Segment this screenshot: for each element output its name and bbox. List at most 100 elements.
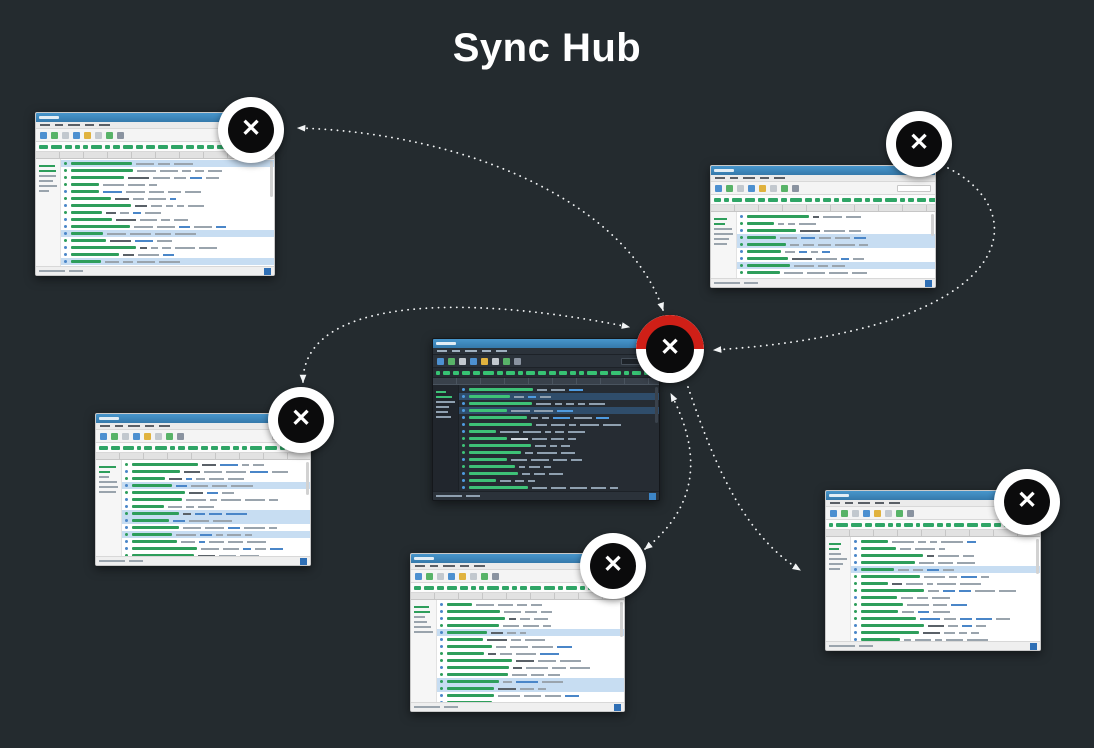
sidebar-item[interactable]: [714, 223, 726, 225]
sidebar-item[interactable]: [39, 165, 55, 167]
toolbar-icon[interactable]: [737, 184, 744, 192]
toolbar-icon[interactable]: [177, 432, 184, 440]
scrollbar[interactable]: [306, 462, 309, 495]
toolbar-icon[interactable]: [792, 184, 799, 192]
toolbar-icon[interactable]: [459, 572, 466, 580]
menu-item[interactable]: [452, 350, 460, 352]
sidebar-item[interactable]: [99, 486, 119, 488]
menu-item[interactable]: [443, 565, 455, 567]
toolbar-icon[interactable]: [84, 131, 91, 139]
menu-item[interactable]: [159, 425, 170, 427]
sidebar-item[interactable]: [714, 218, 728, 220]
scrollbar[interactable]: [1036, 539, 1039, 575]
toolbar-icon[interactable]: [117, 131, 124, 139]
toolbar-icon[interactable]: [885, 509, 892, 517]
sidebar-item[interactable]: [99, 466, 117, 468]
toolbar-icon[interactable]: [759, 184, 766, 192]
sidebar-item[interactable]: [714, 233, 733, 235]
toolbar-icon[interactable]: [166, 432, 173, 440]
toolbar-icon[interactable]: [748, 184, 755, 192]
toolbar-icon[interactable]: [514, 357, 521, 365]
scrollbar[interactable]: [620, 602, 623, 637]
menu-item[interactable]: [415, 565, 425, 567]
sidebar-item[interactable]: [436, 391, 447, 393]
scrollbar[interactable]: [655, 387, 658, 424]
scrollbar[interactable]: [931, 214, 934, 237]
menu-item[interactable]: [875, 502, 884, 504]
toolbar-icon[interactable]: [852, 509, 859, 517]
toolbar-icon[interactable]: [481, 357, 488, 365]
toolbar-icon[interactable]: [907, 509, 914, 517]
sidebar-item[interactable]: [829, 548, 840, 550]
menu-item[interactable]: [40, 124, 50, 126]
sidebar-item[interactable]: [436, 401, 456, 403]
sidebar-item[interactable]: [414, 616, 426, 618]
menu-item[interactable]: [889, 502, 900, 504]
toolbar-icon[interactable]: [73, 131, 80, 139]
toolbar-icon[interactable]: [781, 184, 788, 192]
toolbar-icon[interactable]: [144, 432, 151, 440]
menu-item[interactable]: [743, 177, 755, 179]
sidebar-item[interactable]: [436, 411, 449, 413]
toolbar-icon[interactable]: [470, 572, 477, 580]
sidebar-item[interactable]: [829, 563, 843, 565]
toolbar-icon[interactable]: [155, 432, 162, 440]
toolbar-icon[interactable]: [874, 509, 881, 517]
toolbar-icon[interactable]: [437, 572, 444, 580]
menu-item[interactable]: [430, 565, 438, 567]
toolbar-icon[interactable]: [470, 357, 477, 365]
sidebar-item[interactable]: [829, 543, 841, 545]
toolbar-icon[interactable]: [415, 572, 422, 580]
toolbar-icon[interactable]: [133, 432, 140, 440]
toolbar-icon[interactable]: [896, 509, 903, 517]
menu-item[interactable]: [482, 350, 491, 352]
toolbar-icon[interactable]: [51, 131, 58, 139]
menu-item[interactable]: [474, 565, 485, 567]
toolbar-icon[interactable]: [111, 432, 118, 440]
sidebar-item[interactable]: [414, 621, 428, 623]
menu-item[interactable]: [128, 425, 140, 427]
menu-item[interactable]: [465, 350, 477, 352]
sidebar-item[interactable]: [99, 471, 110, 473]
toolbar-icon[interactable]: [448, 357, 455, 365]
toolbar-search-input[interactable]: [897, 184, 931, 192]
toolbar-icon[interactable]: [106, 131, 113, 139]
sidebar-item[interactable]: [99, 481, 118, 483]
sidebar-item[interactable]: [414, 626, 431, 628]
sidebar-item[interactable]: [99, 476, 110, 478]
menu-item[interactable]: [760, 177, 769, 179]
toolbar-icon[interactable]: [492, 357, 499, 365]
toolbar-icon[interactable]: [715, 184, 722, 192]
scrollbar[interactable]: [270, 161, 273, 198]
sidebar-item[interactable]: [829, 568, 841, 570]
menu-item[interactable]: [100, 425, 110, 427]
sidebar-item[interactable]: [714, 228, 733, 230]
sidebar-item[interactable]: [39, 190, 50, 192]
sidebar-item[interactable]: [414, 611, 430, 613]
menu-item[interactable]: [858, 502, 870, 504]
menu-item[interactable]: [730, 177, 738, 179]
toolbar-icon[interactable]: [448, 572, 455, 580]
toolbar-icon[interactable]: [492, 572, 499, 580]
toolbar-icon[interactable]: [841, 509, 848, 517]
toolbar-icon[interactable]: [95, 131, 102, 139]
menu-item[interactable]: [496, 350, 507, 352]
toolbar-icon[interactable]: [770, 184, 777, 192]
sidebar-item[interactable]: [414, 606, 429, 608]
sidebar-item[interactable]: [39, 180, 53, 182]
sidebar-item[interactable]: [39, 175, 57, 177]
toolbar-icon[interactable]: [830, 509, 837, 517]
toolbar-icon[interactable]: [40, 131, 47, 139]
sidebar-item[interactable]: [829, 558, 848, 560]
sidebar-item[interactable]: [414, 631, 434, 633]
menu-item[interactable]: [715, 177, 725, 179]
menu-item[interactable]: [460, 565, 469, 567]
menu-item[interactable]: [99, 124, 110, 126]
sidebar-item[interactable]: [39, 170, 56, 172]
menu-item[interactable]: [115, 425, 123, 427]
toolbar-icon[interactable]: [426, 572, 433, 580]
sidebar-item[interactable]: [714, 243, 727, 245]
toolbar-icon[interactable]: [726, 184, 733, 192]
sidebar-item[interactable]: [99, 491, 116, 493]
sidebar-item[interactable]: [714, 238, 730, 240]
